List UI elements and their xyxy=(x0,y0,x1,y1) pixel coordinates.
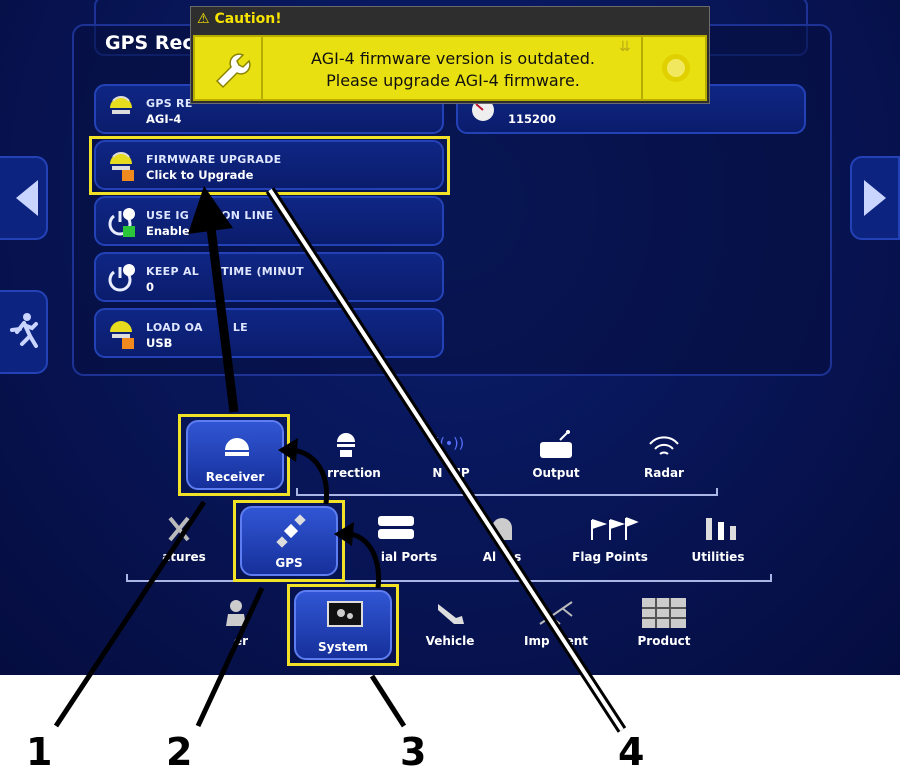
caution-popup: ⚠ Caution! AGI-4 firmware version is out… xyxy=(190,6,710,104)
flag-points-icon xyxy=(591,517,639,540)
receiver-icon xyxy=(225,438,249,456)
gps-antenna-icon xyxy=(110,96,132,114)
callout-2: 2 xyxy=(166,730,193,774)
nav-label: atures xyxy=(162,550,206,564)
caution-heading: ⚠ Caution! xyxy=(197,11,282,27)
gauge-icon xyxy=(472,99,494,121)
output-icon xyxy=(540,430,572,458)
ntrip-icon: ((•)) xyxy=(434,436,464,452)
system-highlight xyxy=(287,584,399,666)
receiver-highlight xyxy=(178,414,290,496)
features-icon xyxy=(168,516,190,542)
radar-icon xyxy=(649,436,679,455)
callout-4: 4 xyxy=(618,730,645,774)
nav-product[interactable]: Product xyxy=(624,596,704,648)
nav-utilities[interactable]: Utilities xyxy=(678,512,758,564)
callout-3: 3 xyxy=(400,730,427,774)
nav-label: Vehicle xyxy=(425,634,475,648)
acknowledge-button[interactable] xyxy=(641,37,709,99)
implement-icon xyxy=(539,601,573,625)
nav-label: Utilities xyxy=(691,550,745,564)
gps-antenna-upgrade-icon xyxy=(110,152,134,181)
user-icon xyxy=(226,600,246,626)
wrench-button[interactable] xyxy=(195,37,263,99)
utilities-icon xyxy=(706,518,736,540)
tier-bracket-row1 xyxy=(296,488,718,496)
run-man-icon xyxy=(10,313,38,348)
product-icon xyxy=(642,598,686,628)
setting-value: Enable xyxy=(146,224,190,238)
nav-correction[interactable]: rrection xyxy=(300,428,390,480)
nav-serial-ports[interactable]: ial Ports xyxy=(364,512,454,564)
correction-icon xyxy=(337,433,355,457)
setting-value: AGI-4 xyxy=(146,112,182,126)
warning-icon: ⚠ xyxy=(197,11,215,27)
alarm-bell-icon xyxy=(662,54,690,82)
nav-output[interactable]: Output xyxy=(516,428,596,480)
serial-ports-icon xyxy=(378,516,414,539)
panel-title: GPS Rec xyxy=(105,32,194,54)
nav-label: rrection xyxy=(327,466,381,480)
nav-label: Product xyxy=(637,634,691,648)
caution-message-line1: AGI-4 firmware version is outdated. xyxy=(311,49,595,68)
collapse-icon[interactable]: ⇊ xyxy=(619,39,631,55)
arrow-left-icon xyxy=(16,180,38,216)
nav-label: ial Ports xyxy=(380,550,438,564)
nav-user[interactable]: er xyxy=(196,596,276,648)
tier-bracket-row2 xyxy=(126,574,772,582)
nav-label: Output xyxy=(532,466,580,480)
caution-body: AGI-4 firmware version is outdated. Plea… xyxy=(193,35,707,101)
alarms-icon xyxy=(492,518,512,540)
svg-text:((•)): ((•)) xyxy=(434,436,464,452)
wrench-icon xyxy=(215,53,251,89)
nav-radar[interactable]: Radar xyxy=(624,428,704,480)
nav-vehicle[interactable]: Vehicle xyxy=(410,596,490,648)
callout-1: 1 xyxy=(26,730,53,774)
setting-value: Click to Upgrade xyxy=(146,168,254,182)
setting-value: 0 xyxy=(146,280,155,294)
display-screen: GPS Rec GPS RE AGI-4 FIRMWARE UPGRADE Cl… xyxy=(0,0,900,675)
setting-label: FIRMWARE UPGRADE xyxy=(146,153,282,166)
power-clock-icon xyxy=(108,208,135,237)
caution-message-line2: Please upgrade AGI-4 firmware. xyxy=(326,71,580,90)
leader-line-3 xyxy=(369,674,407,728)
exit-run-button[interactable] xyxy=(0,290,48,374)
nav-features[interactable]: atures xyxy=(140,512,220,564)
nav-label: Radar xyxy=(644,466,684,480)
gps-highlight xyxy=(233,500,345,582)
vehicle-icon xyxy=(438,604,464,624)
setting-firmware-upgrade[interactable]: FIRMWARE UPGRADE Click to Upgrade xyxy=(94,140,444,190)
nav-flag-points[interactable]: Flag Points xyxy=(570,512,650,564)
setting-label: GPS RE xyxy=(146,97,193,110)
previous-page-button[interactable] xyxy=(0,156,48,240)
next-page-button[interactable] xyxy=(850,156,900,240)
firmware-upgrade-highlight xyxy=(89,136,450,195)
setting-value: 115200 xyxy=(508,112,557,126)
arrow-right-icon xyxy=(864,180,886,216)
nav-label: er xyxy=(233,634,249,648)
setting-value: USB xyxy=(146,336,173,350)
power-clock-icon xyxy=(108,264,135,292)
nav-label: Receiver xyxy=(205,470,265,484)
nav-label: Flag Points xyxy=(572,550,648,564)
gps-antenna-usb-icon xyxy=(110,321,134,349)
